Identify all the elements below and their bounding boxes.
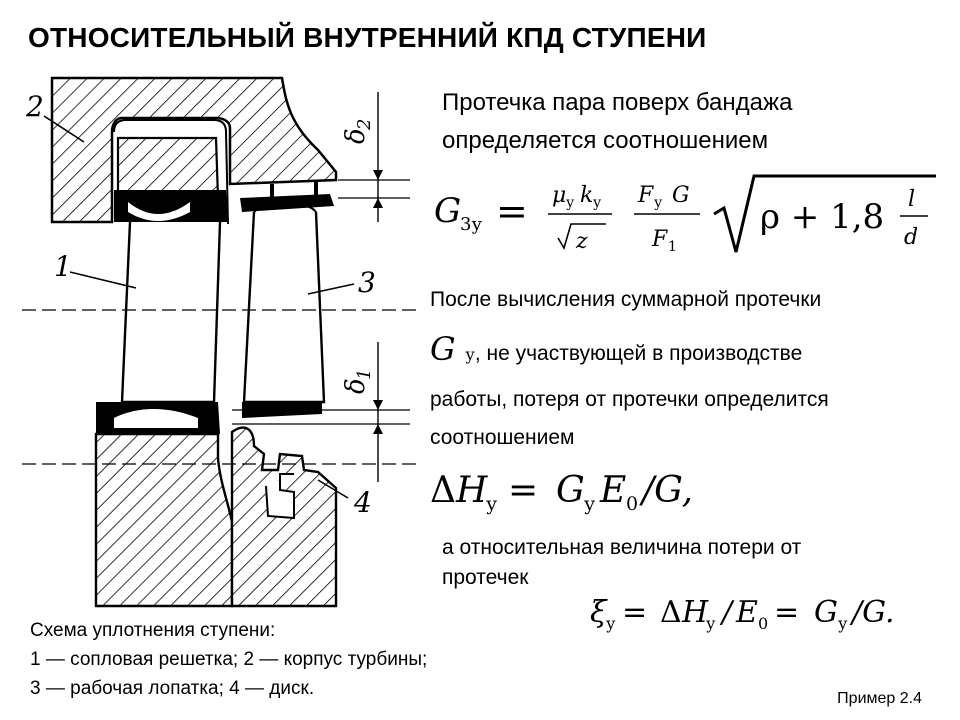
- label-4: 4: [353, 486, 372, 519]
- caption-line-1: Схема уплотнения ступени:: [30, 620, 276, 641]
- caption-line-3: 3 — рабочая лопатка; 4 — диск.: [30, 678, 315, 699]
- f3-slash: /: [719, 595, 735, 630]
- relative-loss-formula: ξ у = Δ H у / E 0 = G у /G.: [590, 595, 895, 633]
- f1-sub-y3: у: [654, 195, 663, 211]
- f1-sub-1: 1: [668, 239, 677, 255]
- f3-sub-y3: у: [838, 614, 848, 633]
- f1-k: k: [580, 183, 593, 208]
- gy-rest: , не участвующей в производстве: [474, 342, 803, 365]
- f3-H: H: [681, 595, 709, 630]
- f1-sub-y1: у: [566, 195, 575, 211]
- f2-sub-0: 0: [626, 493, 638, 515]
- label-delta1: δ: [341, 378, 371, 394]
- label-3: 3: [358, 266, 376, 299]
- diaphragm: [94, 432, 234, 608]
- relative-line-2: протечек: [442, 566, 529, 589]
- f3-eq1: =: [622, 595, 647, 630]
- after-calc-line: После вычисления суммарной протечки: [430, 288, 822, 311]
- turbine-casing: [50, 76, 338, 224]
- label-2: 2: [25, 90, 44, 123]
- gy-line: G у, не участвующей в производстве: [430, 330, 802, 368]
- f3-G: G: [814, 595, 838, 630]
- f2-sub-y: у: [486, 493, 497, 515]
- label-delta2: δ: [341, 128, 371, 144]
- intro-line-2: определяется соотношением: [442, 127, 769, 154]
- f1-z: z: [575, 229, 588, 254]
- work-line: работы, потеря от протечки определится: [430, 388, 829, 411]
- rotor-blade: [242, 211, 326, 404]
- f1-F: F: [637, 183, 654, 208]
- f3-eq2: =: [774, 595, 799, 630]
- f1-G: G: [434, 191, 461, 231]
- f1-rho-expr: ρ + 1,8: [760, 197, 884, 237]
- f3-sub-y: у: [606, 614, 616, 633]
- f1-F1: F: [651, 227, 668, 252]
- f2-tail: /G,: [639, 470, 693, 511]
- f1-mu: μ: [552, 183, 566, 208]
- rotor-shroud: [240, 194, 334, 212]
- f2-G: G: [556, 470, 585, 511]
- f3-xi: ξ: [590, 595, 608, 630]
- f3-sub-0: 0: [758, 614, 768, 633]
- f3-E: E: [735, 595, 758, 630]
- f1-sub-y2: у: [593, 195, 602, 211]
- relation-line: соотношением: [430, 426, 575, 449]
- page-title: ОТНОСИТЕЛЬНЫЙ ВНУТРЕННИЙ КПД СТУПЕНИ: [28, 22, 707, 53]
- f2-sub-y2: у: [584, 493, 595, 515]
- figure-caption: Схема уплотнения ступени: 1 — сопловая р…: [30, 616, 427, 703]
- f2-E: E: [599, 470, 626, 511]
- gy-symbol: G: [430, 330, 456, 368]
- label-delta1-sub: 1: [354, 369, 375, 380]
- label-delta2-sub: 2: [354, 119, 375, 131]
- f3-delta: Δ: [660, 595, 682, 630]
- loss-formula: Δ H у = G у E 0 /G,: [430, 470, 693, 515]
- f1-eq: =: [496, 189, 528, 233]
- relative-line-1: а относительная величина потери от: [442, 536, 802, 559]
- caption-line-2: 1 — сопловая решетка; 2 — корпус турбины…: [30, 649, 428, 670]
- nozzle-blade: [120, 221, 222, 404]
- example-number: Пример 2.4: [837, 690, 922, 707]
- f2-delta: Δ: [430, 470, 456, 511]
- gy-sub: у: [465, 345, 475, 364]
- f3-sub-y2: у: [706, 614, 716, 633]
- f1-sqrt-big: [713, 174, 936, 253]
- shroud-leakage-formula: G 3у = μ у k у z F у G F 1 ρ + 1,8 l d: [434, 174, 936, 255]
- f1-d: d: [904, 225, 918, 250]
- label-1: 1: [54, 250, 72, 283]
- intro-line-1: Протечка пара поверх бандажа: [442, 89, 793, 116]
- f3-tail: /G.: [849, 595, 895, 630]
- f1-sqrt-small: [557, 223, 606, 250]
- f2-H: H: [455, 470, 488, 511]
- f1-sub-3y: 3у: [460, 214, 482, 235]
- f1-l: l: [908, 187, 915, 212]
- nozzle-shroud: [116, 136, 220, 200]
- stage-seal-diagram: 2 1 3 4 δ 2 δ 1: [22, 76, 420, 608]
- f2-eq: =: [508, 470, 538, 511]
- f1-G2: G: [672, 183, 690, 208]
